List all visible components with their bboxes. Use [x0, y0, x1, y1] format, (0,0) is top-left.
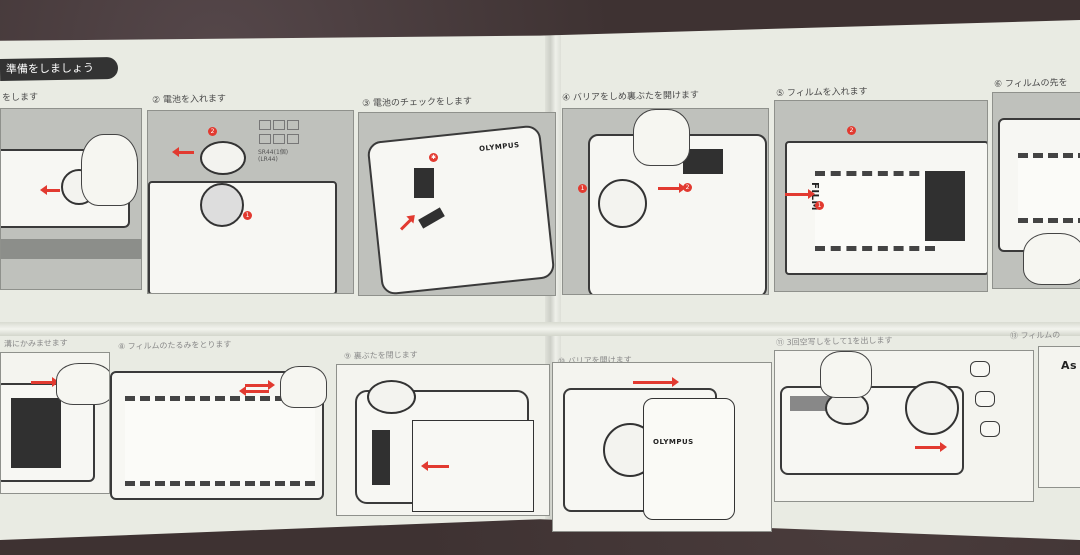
- caption-step-5: ⑤ フィルムを入れます: [775, 87, 868, 99]
- film-advance: [790, 396, 830, 411]
- illustration-step-12: As: [1038, 346, 1080, 488]
- illustration-step-11: [774, 350, 1034, 502]
- flash-indicator: ✱: [429, 153, 438, 162]
- red-arrow: [915, 442, 947, 452]
- brand-logo: OLYMPUS: [653, 438, 694, 446]
- battery-label: (LR44): [258, 156, 278, 163]
- illustration-step-5: FILM 1 2: [774, 100, 988, 292]
- illustration-step-2: 2 1 SR44(1個) (LR44): [147, 110, 354, 294]
- battery-label: SR44(1個): [258, 149, 289, 156]
- illustration-step-6: [992, 92, 1080, 289]
- battery: [200, 183, 244, 227]
- hand: [81, 134, 138, 206]
- red-arrow: [40, 185, 60, 195]
- hand: [56, 363, 109, 405]
- hand: [280, 366, 327, 408]
- caption-step-1: をします: [1, 92, 39, 104]
- step-number-badge: 2: [847, 126, 856, 135]
- red-arrow: [421, 461, 449, 471]
- film-strip: [815, 171, 935, 251]
- red-arrow: [633, 377, 679, 387]
- hand: [633, 109, 690, 166]
- caption-step-12: ⑬ フィルムの: [1009, 330, 1061, 341]
- film-strip: [1018, 153, 1080, 223]
- camera-base: [1, 239, 141, 259]
- red-arrow: [658, 183, 686, 193]
- film-strip: [125, 396, 315, 486]
- step-number-badge: 1: [815, 201, 824, 210]
- hand: [1023, 233, 1080, 285]
- illustration-step-4: 2 1: [562, 108, 769, 295]
- red-arrow: [172, 147, 194, 157]
- caption-step-6: ⑥ フィルムの先を: [993, 78, 1068, 90]
- corner-text: As: [1061, 359, 1078, 372]
- film-chamber: [11, 398, 61, 468]
- illustration-step-3: OLYMPUS ✱: [358, 112, 556, 296]
- illustration-step-8: [80, 366, 330, 500]
- rewind-knob: [598, 179, 647, 228]
- illustration-step-9: [336, 364, 550, 516]
- battery-diagram: SR44(1個) (LR44): [258, 119, 300, 163]
- caption-step-2: ② 電池を入れます: [151, 94, 227, 106]
- red-arrow: [239, 386, 269, 396]
- take-up-spool: [925, 171, 965, 241]
- battery-cover: [200, 141, 246, 175]
- illustration-step-1: [0, 108, 142, 290]
- camera-body: [366, 124, 555, 295]
- red-arrow: [245, 380, 275, 390]
- film-window: [683, 149, 723, 174]
- red-arrow: [31, 377, 59, 387]
- step-number-badge: 1: [243, 211, 252, 220]
- illustration-step-10: OLYMPUS: [552, 362, 772, 532]
- film-canister: [372, 430, 390, 485]
- mode-dial: [905, 381, 959, 435]
- caption-step-7: 溝にかみませます: [3, 338, 68, 349]
- counter-diagram: [970, 361, 990, 377]
- lens-barrier: [643, 398, 735, 520]
- hand: [820, 351, 872, 398]
- caption-step-3: ③ 電池のチェックをします: [361, 96, 473, 110]
- illustration-step-7: [0, 352, 110, 494]
- step-number-badge: 2: [683, 183, 692, 192]
- counter-diagram: [980, 421, 1000, 437]
- sheet-fold: [0, 322, 1080, 336]
- section-title: 準備をしましょう: [0, 56, 119, 82]
- viewfinder: [414, 168, 434, 198]
- rewind-knob: [367, 380, 416, 414]
- step-number-badge: 2: [208, 127, 217, 136]
- step-number-badge: 1: [578, 184, 587, 193]
- caption-step-9: ⑨ 裏ぶたを閉じます: [343, 350, 418, 361]
- red-arrow: [785, 189, 815, 199]
- counter-diagram: [975, 391, 995, 407]
